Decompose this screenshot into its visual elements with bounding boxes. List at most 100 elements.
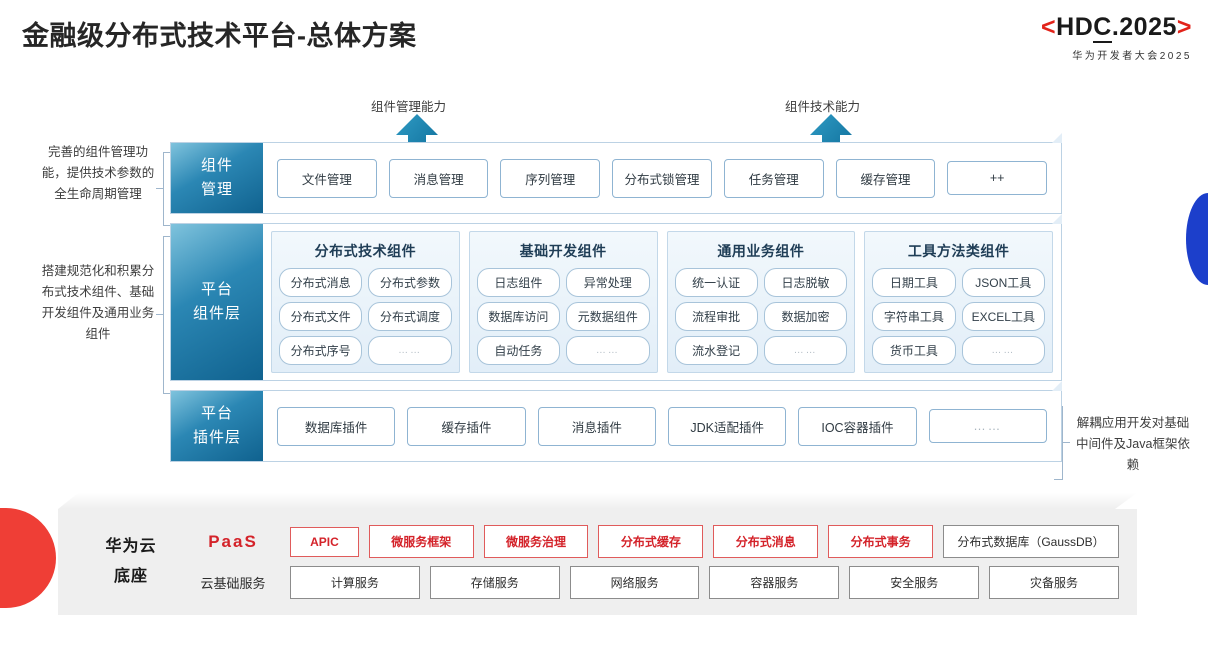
group-grid-distributed-tech: 分布式消息 分布式参数 分布式文件 分布式调度 分布式序号 …… (279, 268, 452, 365)
cell-auto-task[interactable]: 自动任务 (476, 336, 561, 365)
brace-tick-mid (156, 314, 163, 315)
cell-json-utility[interactable]: JSON工具 (961, 268, 1045, 297)
cell-string-utility[interactable]: 字符串工具 (872, 302, 956, 331)
chip-file-management[interactable]: 文件管理 (277, 158, 377, 198)
layer-component-management: 组件 管理 文件管理 消息管理 序列管理 分布式锁管理 任务管理 缓存管理 ++ (170, 133, 1062, 214)
cell-database-access[interactable]: 数据库访问 (476, 302, 561, 331)
cell-exception-handling[interactable]: 异常处理 (566, 268, 650, 297)
brace-tick-top (156, 188, 163, 189)
cloud-item-apic[interactable]: APIC (290, 526, 359, 557)
chip-more-plugin[interactable]: …… (928, 409, 1047, 443)
chip-more[interactable]: ++ (947, 161, 1048, 195)
layer-label-line1: 平台 (200, 281, 233, 298)
group-utility-methods: 工具方法类组件 日期工具 JSON工具 字符串工具 EXCEL工具 货币工具 …… (864, 231, 1053, 373)
layer-label-line2: 管理 (200, 181, 233, 198)
cell-distributed-file[interactable]: 分布式文件 (279, 302, 363, 331)
annotation-left-mid: 搭建规范化和积累分布式技术组件、基础开发组件及通用业务组件 (41, 264, 155, 341)
cell-more-distributed-tech[interactable]: …… (368, 336, 452, 365)
cloud-row-label-paas: PaaS (208, 531, 258, 551)
cell-process-approval[interactable]: 流程审批 (674, 302, 758, 331)
cell-metadata-component[interactable]: 元数据组件 (566, 302, 650, 331)
bracket-right-icon: > (1176, 13, 1192, 41)
cloud-row-label-infrastructure: 云基础服务 (200, 576, 266, 591)
bracket-left-icon: < (1041, 13, 1057, 41)
layer-body-platform-component: 分布式技术组件 分布式消息 分布式参数 分布式文件 分布式调度 分布式序号 ……… (263, 224, 1061, 380)
annotation-right-plugin: 解耦应用开发对基础中间件及Java框架依赖 (1076, 416, 1190, 472)
cell-transaction-record[interactable]: 流水登记 (674, 336, 758, 365)
cell-log-component[interactable]: 日志组件 (476, 268, 561, 297)
brace-connector-mid (163, 236, 172, 394)
cloud-item-compute-service[interactable]: 计算服务 (290, 566, 420, 599)
cell-more-utility[interactable]: …… (961, 336, 1045, 365)
arrow-caption-component-technology: 组件技术能力 (785, 100, 861, 114)
group-title-common-business: 通用业务组件 (717, 243, 805, 259)
cell-distributed-config[interactable]: 分布式参数 (368, 268, 452, 297)
cloud-item-network-service[interactable]: 网络服务 (569, 566, 700, 599)
cloud-rows: PaaS APIC 微服务框架 微服务治理 分布式缓存 分布式消息 分布式事务 … (186, 525, 1119, 599)
chip-database-plugin[interactable]: 数据库插件 (277, 406, 396, 446)
group-title-utility-methods: 工具方法类组件 (907, 243, 1010, 259)
cell-currency-utility[interactable]: 货币工具 (872, 336, 956, 365)
layer-platform-component: 平台 组件层 分布式技术组件 分布式消息 分布式参数 分布式文件 分布式调度 分… (170, 214, 1062, 381)
cell-distributed-schedule[interactable]: 分布式调度 (368, 302, 452, 331)
group-title-basic-dev: 基础开发组件 (519, 243, 607, 259)
cloud-item-microservice-governance[interactable]: 微服务治理 (483, 525, 589, 558)
page-title: 金融级分布式技术平台-总体方案 (22, 21, 417, 51)
arrow-caption-component-management: 组件管理能力 (371, 100, 447, 114)
cloud-item-microservice-framework[interactable]: 微服务框架 (368, 525, 474, 558)
cloud-item-distributed-database-gaussdb[interactable]: 分布式数据库（GaussDB） (943, 525, 1119, 558)
chip-cache-plugin[interactable]: 缓存插件 (407, 406, 526, 446)
layer-body-platform-plugin: 数据库插件 缓存插件 消息插件 JDK适配插件 IOC容器插件 …… (263, 391, 1061, 461)
cloud-item-distributed-message[interactable]: 分布式消息 (713, 525, 819, 558)
chip-cache-management[interactable]: 缓存管理 (835, 158, 936, 198)
cloud-item-container-service[interactable]: 容器服务 (709, 566, 840, 599)
cell-log-desensitization[interactable]: 日志脱敏 (763, 268, 848, 297)
layer-label-line2: 组件层 (192, 305, 241, 322)
cell-unified-auth[interactable]: 统一认证 (674, 268, 758, 297)
cloud-item-security-service[interactable]: 安全服务 (849, 566, 980, 599)
cloud-base-title-line2: 底座 (113, 568, 148, 585)
group-grid-utility-methods: 日期工具 JSON工具 字符串工具 EXCEL工具 货币工具 …… (872, 268, 1045, 365)
group-grid-basic-dev: 日志组件 异常处理 数据库访问 元数据组件 自动任务 …… (476, 268, 650, 365)
layer-label-line1: 平台 (200, 405, 233, 422)
chip-sequence-management[interactable]: 序列管理 (500, 158, 601, 198)
layer-label-platform-component: 平台 组件层 (171, 224, 263, 380)
layer-label-line2: 插件层 (192, 429, 241, 446)
cloud-panel-top-bevel (58, 493, 1137, 509)
group-title-distributed-tech: 分布式技术组件 (314, 243, 417, 259)
cloud-item-storage-service[interactable]: 存储服务 (429, 566, 560, 599)
annotation-left-top: 完善的组件管理功能，提供技术参数的全生命周期管理 (41, 145, 155, 201)
cell-distributed-id[interactable]: 分布式序号 (279, 336, 363, 365)
cloud-item-distributed-cache[interactable]: 分布式缓存 (598, 525, 704, 558)
cell-excel-utility[interactable]: EXCEL工具 (961, 302, 1045, 331)
cloud-row-paas: PaaS APIC 微服务框架 微服务治理 分布式缓存 分布式消息 分布式事务 … (186, 525, 1119, 558)
huawei-cloud-base: 华为云 底座 PaaS APIC 微服务框架 微服务治理 分布式缓存 分布式消息… (58, 493, 1137, 615)
architecture-stack: 组件 管理 文件管理 消息管理 序列管理 分布式锁管理 任务管理 缓存管理 ++… (170, 133, 1062, 462)
chip-distributed-lock-management[interactable]: 分布式锁管理 (612, 158, 712, 198)
chip-ioc-container-plugin[interactable]: IOC容器插件 (798, 406, 917, 446)
chip-jdk-adapter-plugin[interactable]: JDK适配插件 (667, 406, 787, 446)
brace-tick-right (1063, 442, 1070, 443)
layer-label-component-management: 组件 管理 (171, 143, 263, 213)
group-basic-dev: 基础开发组件 日志组件 异常处理 数据库访问 元数据组件 自动任务 …… (468, 231, 658, 373)
chip-message-management[interactable]: 消息管理 (388, 158, 489, 198)
up-arrow-icon-right (810, 114, 852, 160)
cloud-panel: 华为云 底座 PaaS APIC 微服务框架 微服务治理 分布式缓存 分布式消息… (58, 509, 1137, 615)
group-common-business: 通用业务组件 统一认证 日志脱敏 流程审批 数据加密 流水登记 …… (666, 231, 856, 373)
cell-more-common-business[interactable]: …… (763, 336, 848, 365)
red-wedge-decoration (0, 508, 56, 608)
hdc-logo-main: <HDC.2025> (1041, 13, 1192, 43)
cloud-item-disaster-recovery-service[interactable]: 灾备服务 (989, 566, 1119, 599)
cell-more-basic-dev[interactable]: …… (566, 336, 650, 365)
layer-platform-plugin: 平台 插件层 数据库插件 缓存插件 消息插件 JDK适配插件 IOC容器插件 …… (170, 381, 1062, 462)
cell-data-encryption[interactable]: 数据加密 (763, 302, 848, 331)
cell-date-utility[interactable]: 日期工具 (872, 268, 956, 297)
cloud-item-distributed-transaction[interactable]: 分布式事务 (828, 525, 934, 558)
hdc-logo-subtitle: 华为开发者大会2025 (1072, 51, 1192, 62)
chip-task-management[interactable]: 任务管理 (723, 158, 824, 198)
cloud-base-title-line1: 华为云 (105, 538, 157, 555)
cell-distributed-message[interactable]: 分布式消息 (279, 268, 363, 297)
layer-label-line1: 组件 (200, 157, 233, 174)
chip-message-plugin[interactable]: 消息插件 (537, 406, 656, 446)
